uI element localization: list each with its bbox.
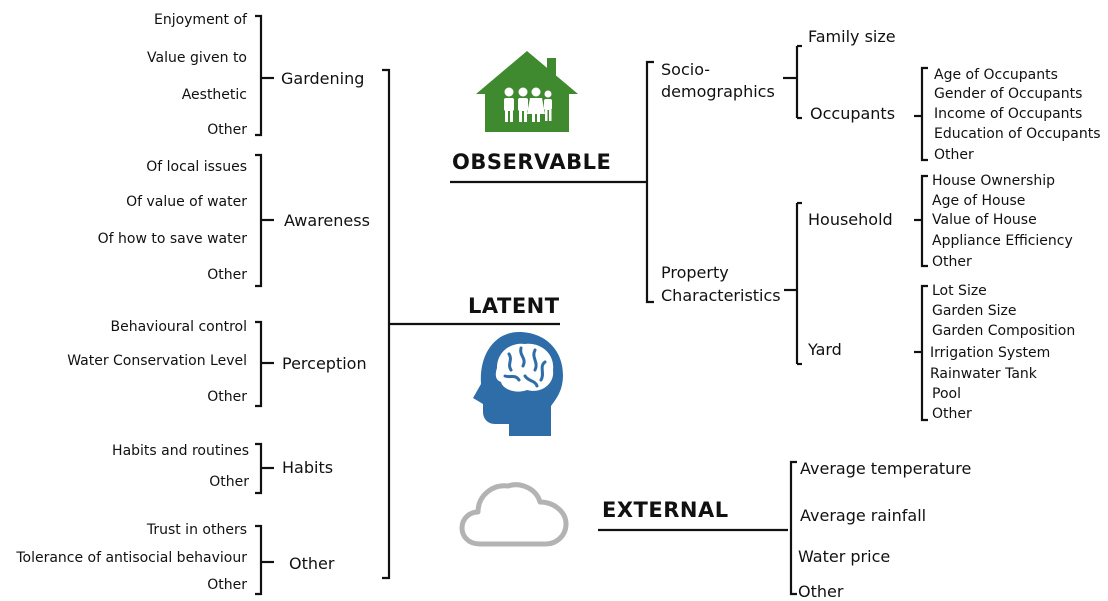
external-item: Water price: [798, 547, 891, 566]
cloud-icon: [459, 482, 569, 547]
occupants-item: Other: [934, 147, 974, 163]
yard-item: Lot Size: [932, 283, 987, 299]
other-item: Trust in others: [146, 522, 247, 538]
latent-heading: LATENT: [468, 294, 560, 318]
occupants-item: Education of Occupants: [934, 126, 1101, 142]
household-item: House Ownership: [932, 173, 1055, 189]
occupants-item: Age of Occupants: [934, 67, 1058, 83]
habits-item: Habits and routines: [112, 443, 249, 459]
socio-label-line2: demographics: [661, 82, 775, 101]
gardening-item: Enjoyment of: [153, 12, 247, 28]
observable-heading: OBSERVABLE: [452, 150, 612, 174]
property-label-line1: Property: [661, 263, 729, 282]
family-house-icon: [476, 51, 578, 132]
gardening-item: Other: [207, 122, 247, 138]
awareness-label: Awareness: [284, 211, 370, 230]
yard-item: Irrigation System: [930, 345, 1051, 361]
awareness-item: Other: [207, 267, 247, 283]
household-item: Other: [932, 254, 972, 270]
external-item: Average temperature: [800, 459, 972, 478]
household-label: Household: [808, 210, 893, 229]
property-label-line2: Characteristics: [661, 286, 781, 305]
awareness-item: Of value of water: [126, 194, 247, 210]
awareness-item: Of local issues: [146, 159, 247, 175]
perception-item: Behavioural control: [110, 319, 248, 335]
household-item: Value of House: [932, 212, 1037, 228]
brain-head-icon: [473, 332, 563, 436]
perception-item: Water Conservation Level: [67, 353, 247, 369]
yard-item: Garden Composition: [932, 323, 1076, 339]
other-label: Other: [289, 554, 335, 573]
gardening-item: Aesthetic: [181, 87, 247, 103]
external-heading: EXTERNAL: [602, 498, 729, 522]
socio-label-line1: Socio-: [661, 60, 711, 79]
gardening-label: Gardening: [281, 69, 365, 88]
habits-item: Other: [209, 474, 249, 490]
family-size-label: Family size: [808, 27, 896, 46]
occupants-item: Income of Occupants: [934, 106, 1083, 122]
yard-item: Other: [932, 406, 972, 422]
external-item: Other: [798, 582, 844, 601]
gardening-item: Value given to: [147, 50, 247, 66]
other-item: Tolerance of antisocial behaviour: [16, 550, 247, 566]
occupants-item: Gender of Occupants: [934, 86, 1083, 102]
habits-label: Habits: [282, 458, 334, 477]
yard-item: Garden Size: [932, 303, 1017, 319]
yard-label: Yard: [808, 340, 842, 359]
perception-item: Other: [207, 389, 247, 405]
yard-item: Pool: [932, 386, 961, 402]
other-item: Other: [207, 577, 247, 593]
perception-label: Perception: [282, 354, 367, 373]
external-item: Average rainfall: [800, 506, 927, 525]
household-item: Appliance Efficiency: [932, 233, 1073, 249]
awareness-item: Of how to save water: [97, 231, 247, 247]
household-item: Age of House: [932, 193, 1026, 209]
yard-item: Rainwater Tank: [930, 366, 1037, 382]
occupants-label: Occupants: [810, 104, 896, 123]
